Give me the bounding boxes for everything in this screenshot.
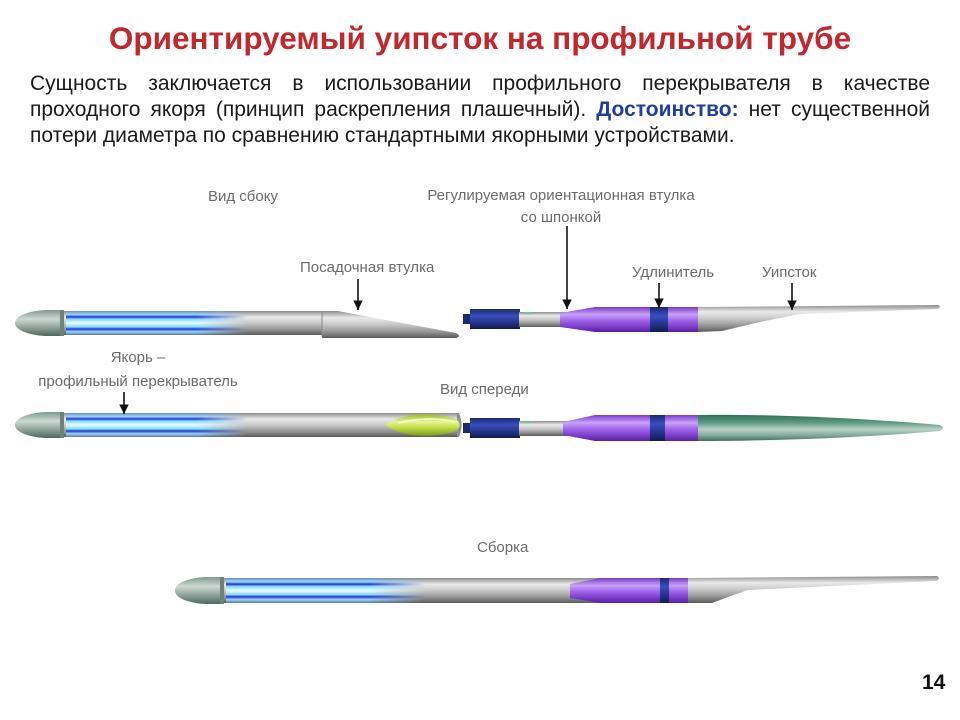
orientation-sleeve xyxy=(560,307,650,332)
purple-collar xyxy=(668,307,700,332)
whipstock-side-view xyxy=(463,305,940,332)
slide-description: Сущность заключается в использовании про… xyxy=(30,71,930,149)
label-anchor-line1: Якорь – xyxy=(110,349,166,366)
anchor-blue-section xyxy=(66,311,248,335)
label-seat-sleeve: Посадочная втулка xyxy=(300,259,435,276)
orientation-sleeve xyxy=(570,578,660,603)
extender-band xyxy=(660,578,669,603)
page-number: 14 xyxy=(922,671,946,694)
orientation-sleeve xyxy=(563,415,650,441)
label-assembly: Сборка xyxy=(477,539,529,556)
tail-stub xyxy=(463,423,471,433)
navy-tail-section xyxy=(470,309,520,329)
label-orientation-sleeve-line1: Регулируемая ориентационная втулка xyxy=(427,187,695,204)
anchor-side-view xyxy=(15,310,459,338)
slide-title: Ориентируемый уипсток на профильной труб… xyxy=(108,20,852,56)
purple-collar xyxy=(665,415,700,441)
whipstock-wedge xyxy=(688,576,939,603)
label-anchor-line2: профильный перекрыватель xyxy=(38,373,238,390)
label-orientation-sleeve-line2: со шпонкой xyxy=(520,209,602,226)
advantage-label: Достоинство: xyxy=(596,98,739,121)
anchor-leaf-highlight xyxy=(397,418,456,424)
nose-ring xyxy=(220,577,224,604)
label-front-view: Вид спереди xyxy=(440,381,529,398)
label-side-view: Вид сбоку xyxy=(208,188,278,205)
nose-ring xyxy=(60,310,64,336)
purple-collar xyxy=(669,578,690,603)
navy-tail-section xyxy=(470,418,520,438)
label-extender: Удлинитель xyxy=(632,264,715,281)
label-orientation-sleeve: Регулируемая ориентационная втулка со шп… xyxy=(421,185,701,229)
seat-sleeve-taper xyxy=(322,311,459,338)
nose-ring xyxy=(60,412,64,438)
callout-arrows xyxy=(119,226,797,414)
key-mark xyxy=(524,312,530,314)
extender-band xyxy=(650,415,665,441)
anchor-front-view xyxy=(15,412,462,438)
extender-band xyxy=(650,307,668,332)
whipstock-blade xyxy=(698,414,943,441)
anchor-blue-section xyxy=(226,578,426,603)
description-text-before: Сущность заключается в использовании про… xyxy=(30,72,930,121)
assembly-view xyxy=(175,576,939,604)
whipstock-wedge xyxy=(698,305,940,332)
key-mark xyxy=(524,421,530,423)
label-whipstock: Уипсток xyxy=(762,264,817,281)
nose-cone xyxy=(15,310,62,336)
whipstock-front-view xyxy=(463,414,943,441)
nose-cone xyxy=(175,577,222,604)
nose-cone xyxy=(15,412,62,438)
anchor-blue-section xyxy=(66,413,248,437)
description-text-after: нет существенной потери диаметра по срав… xyxy=(30,98,930,147)
label-anchor: Якорь – профильный перекрыватель xyxy=(35,346,241,394)
tail-stub xyxy=(463,314,471,324)
